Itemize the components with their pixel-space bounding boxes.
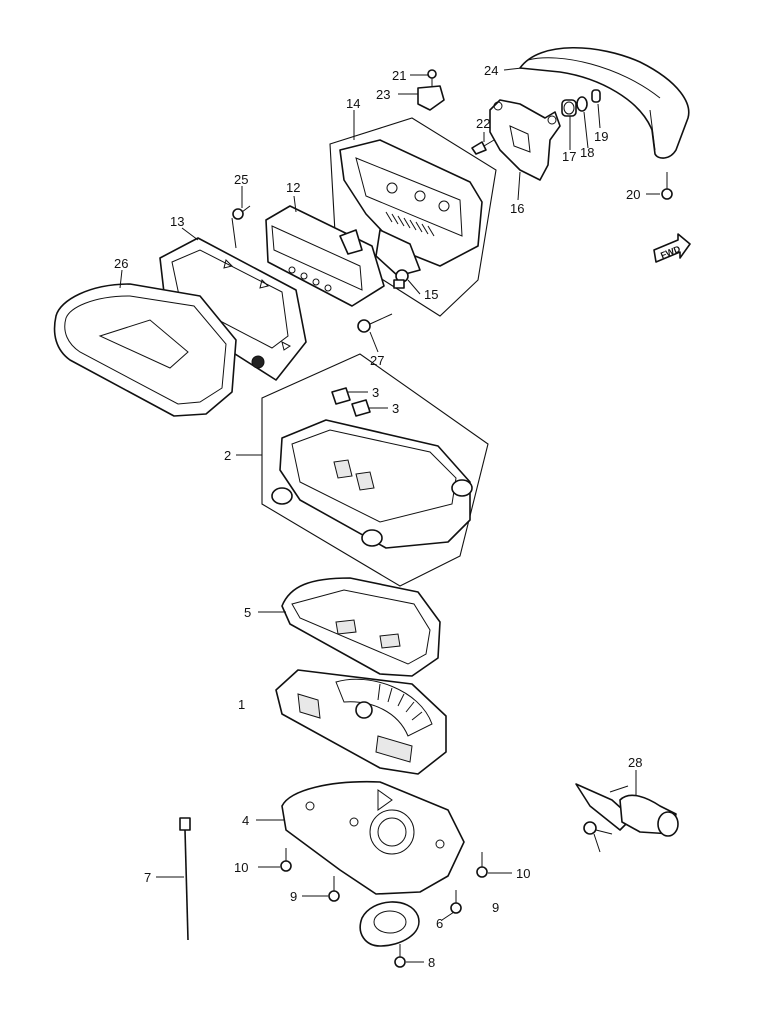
part-14-bulb bbox=[393, 269, 409, 289]
part-10-screw-left bbox=[280, 848, 292, 872]
callout-9-left: 9 bbox=[290, 889, 297, 904]
callout-6: 6 bbox=[436, 916, 443, 931]
callout-5: 5 bbox=[244, 605, 251, 620]
part-22-clamp bbox=[417, 85, 445, 111]
callout-1: 1 bbox=[238, 697, 245, 712]
part-13-meter-case-assembly bbox=[329, 117, 497, 317]
callout-15: 16 bbox=[510, 201, 524, 216]
callout-16: 17 bbox=[562, 149, 576, 164]
part-24-outer-bezel bbox=[53, 283, 237, 417]
circuit-fins bbox=[385, 211, 435, 237]
callout-25: 24 bbox=[484, 63, 498, 78]
callout-14: 15 bbox=[424, 287, 438, 302]
part-8-screw bbox=[394, 944, 406, 968]
callout-12: 13 bbox=[170, 214, 184, 229]
callout-3b: 3 bbox=[392, 401, 399, 416]
part-20-screw bbox=[427, 69, 437, 90]
callout-24: 26 bbox=[114, 256, 128, 271]
callout-22: 23 bbox=[376, 87, 390, 102]
part-5-meter-panel bbox=[281, 577, 441, 677]
part-11-lcd-unit bbox=[265, 205, 385, 307]
leader-lines bbox=[119, 67, 660, 963]
callout-20: 21 bbox=[392, 68, 406, 83]
fwd-direction-arrow-icon bbox=[653, 233, 691, 263]
callout-18: 19 bbox=[594, 129, 608, 144]
part-26-screw bbox=[357, 313, 393, 333]
part-10-screw-right bbox=[476, 852, 488, 878]
callout-3a: 3 bbox=[372, 385, 379, 400]
callout-8: 8 bbox=[428, 955, 435, 970]
callout-19: 20 bbox=[626, 187, 640, 202]
callout-21: 22 bbox=[476, 116, 490, 131]
part-9-screw-left bbox=[328, 876, 340, 902]
callout-4: 4 bbox=[242, 813, 249, 828]
part-27-speed-sensor bbox=[575, 783, 679, 837]
part-18-spacer bbox=[591, 89, 601, 103]
callout-17: 18 bbox=[580, 145, 594, 160]
tachometer-scale bbox=[377, 683, 423, 721]
part-15-bracket-plate bbox=[489, 99, 561, 181]
part-17-washer bbox=[576, 96, 588, 112]
callout-27: 28 bbox=[628, 755, 642, 770]
callout-7: 7 bbox=[144, 870, 151, 885]
part-28-bolt bbox=[583, 821, 613, 835]
part-6-screw bbox=[450, 890, 462, 914]
part-25-rear-cover bbox=[519, 46, 690, 159]
callout-26: 27 bbox=[370, 353, 384, 368]
part-4-meter-case bbox=[281, 780, 465, 895]
part-8-plate bbox=[359, 901, 420, 947]
callout-10-left: 10 bbox=[234, 860, 248, 875]
part-7-cable-tie bbox=[179, 817, 191, 941]
part-23-screw bbox=[231, 205, 251, 249]
callout-9-right: 9 bbox=[492, 900, 499, 915]
part-19-screw bbox=[661, 172, 673, 200]
callout-2: 2 bbox=[224, 448, 231, 463]
part-16-grommet bbox=[561, 99, 577, 117]
callout-11: 12 bbox=[286, 180, 300, 195]
part-1-combination-meter bbox=[275, 669, 447, 775]
part-2-meter-lower-case bbox=[261, 353, 489, 587]
callout-23: 25 bbox=[234, 172, 248, 187]
callout-13: 14 bbox=[346, 96, 360, 111]
callout-10-right: 10 bbox=[516, 866, 530, 881]
part-21-screw bbox=[471, 139, 495, 155]
